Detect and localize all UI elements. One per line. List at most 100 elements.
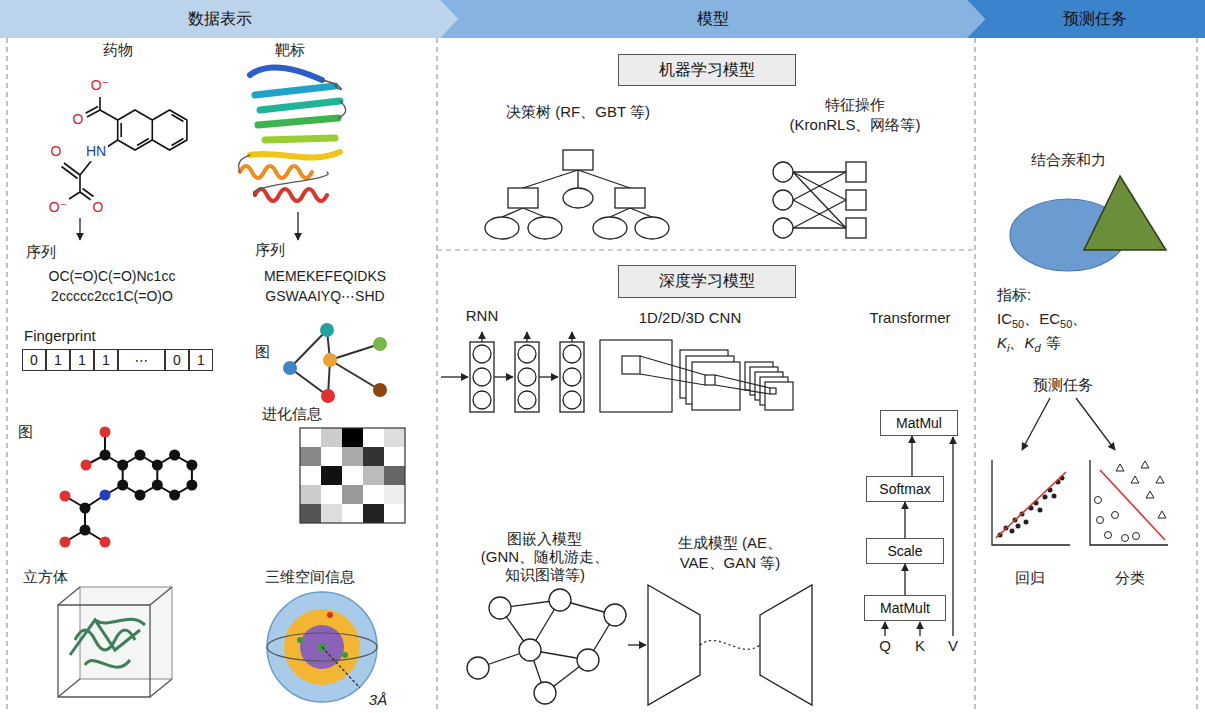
text-label: 特征操作 (KronRLS、网络等) [788,95,923,135]
bit-cell: 1 [94,349,118,371]
molecule-drawing [118,110,153,150]
molecular-graph [186,480,197,491]
graph-figure [373,337,387,351]
graph-embedding-figure [534,682,556,704]
graph-figure [283,323,387,403]
classification-chart [1133,533,1140,540]
graph-figure [321,389,335,403]
operation-box: MatMul [880,410,958,436]
regression-chart [1016,524,1021,529]
node-text: Scale [887,543,922,559]
band-shape [440,0,985,38]
regression-chart [1024,520,1029,525]
cube-figure [70,619,145,667]
text-label: 回归 [1013,569,1047,588]
bipartite-network [793,171,846,172]
metric-text: 、 [1009,334,1024,351]
cube-figure [58,587,172,697]
bit-cell: 1 [70,349,94,371]
molecular-graph [169,450,180,461]
affinity-icon [1010,176,1166,271]
molecule-drawing [69,192,80,199]
decision-tree [528,217,562,239]
metric-text: d [1034,342,1040,354]
rnn-figure [515,342,539,412]
graph-figure [283,361,297,375]
classification-chart [1158,511,1166,518]
atom-label: O [71,111,86,129]
metric-text: 、EC [1024,310,1060,327]
molecular-graph [60,427,198,548]
classification-chart [1090,460,1168,545]
evolution-matrix [300,428,321,447]
molecular-graph [169,490,180,501]
classification-chart [1095,497,1102,504]
metric-text: 50 [1060,318,1072,330]
molecule-drawing [100,110,118,120]
section-box: 深度学习模型 [618,265,796,298]
text-label: Transformer [867,309,952,328]
bipartite-network [846,190,866,210]
atom-label: O [91,199,106,217]
evolution-matrix [342,428,363,447]
graph-embedding-figure [577,649,599,671]
molecule-drawing [62,167,78,179]
molecular-graph [152,480,163,491]
text-line: (KronRLS、网络等) [790,115,921,135]
rnn-figure [473,345,491,363]
molecular-graph [123,455,158,495]
task-arrow [1022,398,1050,450]
decision-tree [578,170,630,188]
graph-embedding-figure [467,657,489,679]
text-line: (GNN、随机游走、 [481,548,609,566]
rnn-figure [563,368,581,386]
text-label: RNN [464,307,501,326]
bipartite-network [793,200,846,228]
input-label: Q [877,637,893,656]
protein-ribbon [239,67,346,201]
graph-figure [323,353,337,367]
evolution-matrix [342,485,363,504]
classification-chart [1100,470,1165,540]
molecular-graph [157,455,192,495]
text-label: 序列 [253,241,287,260]
graph-figure [290,368,328,396]
input-label: V [946,637,960,656]
protein-ribbon [255,86,335,95]
divider-line [6,38,7,713]
evolution-matrix [342,504,363,523]
flow-arrow [904,564,905,595]
graph-figure [330,344,380,360]
atom-label: HN [84,143,108,161]
autoencoder-figure [700,641,760,650]
sequence-text: OC(=O)C(=O)Nc1cc 2ccccc2cc1C(=O)O [47,266,178,306]
classification-chart [1141,461,1149,468]
decision-tree [523,170,578,188]
dimension-label: 3Å [367,691,389,710]
bit-cell: 0 [165,349,189,371]
protein-ribbon [239,80,346,195]
regression-chart [992,460,1070,545]
bit-cell: ⋯ [118,349,165,371]
evolution-matrix [384,428,405,447]
sequence-text: MEMEKEFEQIDKS GSWAAIYQ⋯SHD [262,266,388,306]
bipartite-network [773,162,866,238]
bipartite-network [773,190,793,210]
operation-box: MatMult [864,595,946,621]
molecular-graph [81,460,92,471]
input-label: K [913,637,927,656]
evolution-matrix [321,485,342,504]
divider-line [437,249,975,250]
bipartite-network [793,172,846,228]
bit-cell: 1 [189,349,213,371]
bipartite-network [793,172,846,200]
bit-cell: 0 [22,349,46,371]
evolution-matrix [321,504,342,523]
text-label: 立方体 [21,568,70,587]
bit-cell: 1 [46,349,70,371]
rnn-figure [571,332,572,342]
protein-ribbon [240,166,312,178]
molecular-graph [186,460,197,471]
divider-line [436,38,437,713]
bipartite-network [793,227,846,228]
